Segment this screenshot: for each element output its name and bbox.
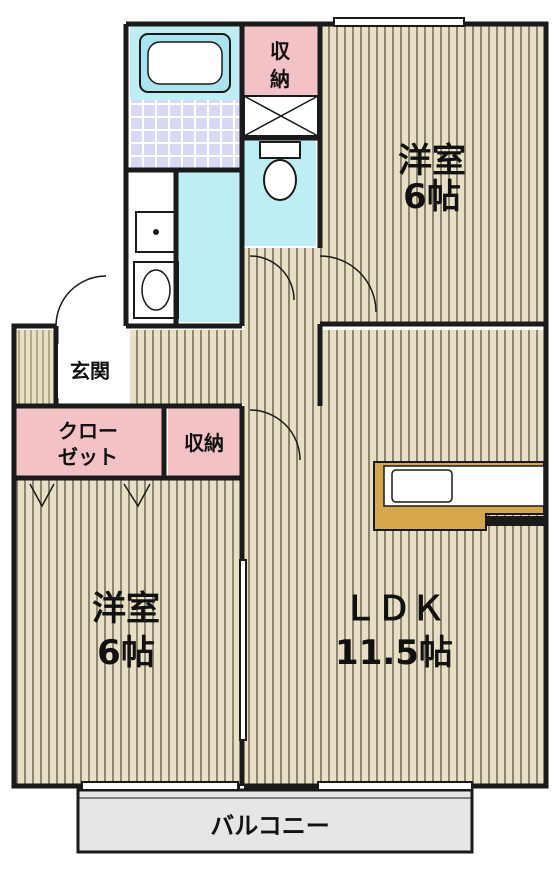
closet: クロー ゼット <box>16 408 162 478</box>
entrance: 玄関 <box>58 344 124 398</box>
kitchen-counter <box>373 461 545 531</box>
hall-floor <box>130 330 318 404</box>
storage-mid-label: 収納 <box>184 431 224 455</box>
bath-tile-area <box>130 100 242 170</box>
western-room-top-name: 洋室 <box>398 141 466 181</box>
ldk-size: 11.5帖 <box>335 633 453 673</box>
windows <box>81 17 473 791</box>
western-room-top-size: 6帖 <box>403 177 461 217</box>
genkan-floor <box>16 330 56 404</box>
ldk-name: ＬＤＫ <box>343 589 445 629</box>
western-room-top-floor <box>318 26 544 322</box>
toilet-room <box>244 138 316 246</box>
washroom <box>130 170 242 322</box>
western-room-left-size: 6帖 <box>97 633 155 673</box>
western-room-left-name: 洋室 <box>92 589 160 629</box>
storage-top-label-1: 収 <box>270 39 291 63</box>
hall-upper-floor <box>244 248 320 338</box>
sink <box>391 469 453 503</box>
storage-top-label-2: 納 <box>270 67 290 91</box>
storage-mid: 収納 <box>168 408 240 478</box>
closet-label-1: クロー <box>58 419 118 443</box>
toilet <box>263 159 297 201</box>
closet-label-2: ゼット <box>58 445 118 469</box>
door-swings <box>29 255 377 508</box>
entrance-label: 玄関 <box>70 359 110 383</box>
ldk-floor <box>244 330 544 784</box>
balcony: バルコニー <box>76 788 474 854</box>
western-room-left-floor <box>16 478 242 784</box>
storage-top: 収 納 <box>243 26 319 137</box>
balcony-label: バルコニー <box>210 812 330 840</box>
bathroom <box>130 26 242 170</box>
